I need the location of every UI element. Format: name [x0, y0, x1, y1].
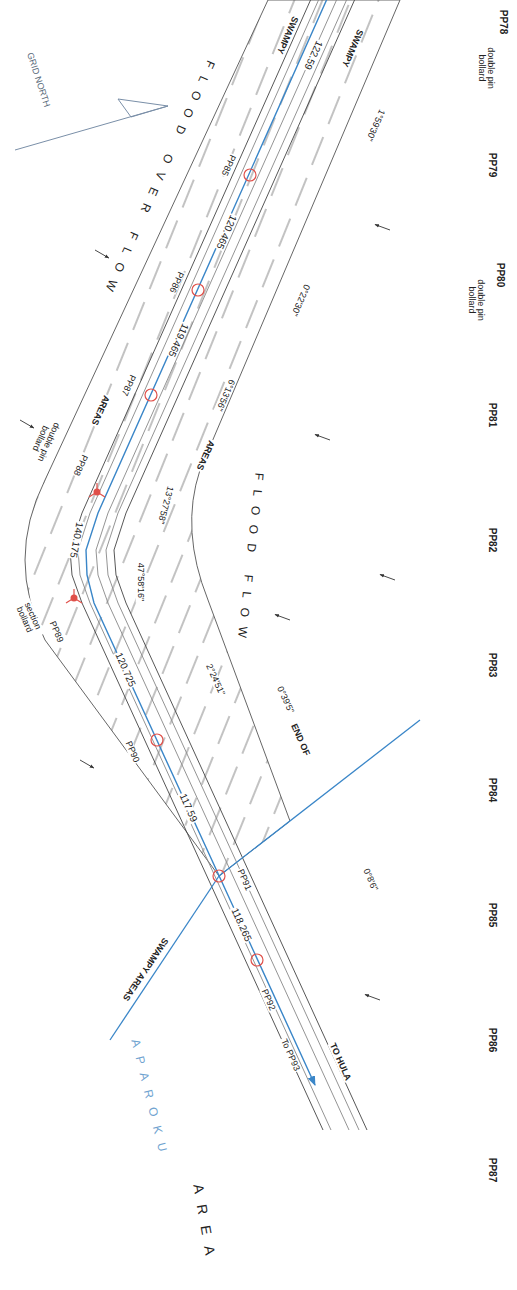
flow-arrow [365, 995, 380, 1000]
flow-arrow [380, 575, 395, 580]
map-label: PP87 [487, 1157, 498, 1183]
traverse-line [86, 0, 331, 1085]
map-label: double pin bollard [477, 42, 496, 94]
flow-arrow [275, 615, 290, 620]
bollard-symbol [66, 589, 82, 603]
map-label: 0°8'6" [360, 866, 379, 893]
map-label: PP91 [235, 867, 253, 893]
map-label: PP84 [487, 777, 498, 803]
map-label: PP86 [487, 1027, 498, 1053]
road-line [78, 0, 331, 1130]
survey-mark [145, 389, 157, 401]
survey-mark [192, 284, 204, 296]
map-label: AREA [190, 1182, 219, 1268]
map-label: PP79 [487, 152, 498, 178]
map-label: SWAMPY AREAS [120, 935, 170, 1003]
survey-mark [244, 169, 256, 181]
flow-arrow [20, 420, 34, 428]
map-label: 118.265 [229, 906, 254, 944]
flow-arrow [95, 250, 109, 258]
road-line [70, 0, 323, 1130]
boundary-line [110, 876, 219, 1040]
map-label: APAROKU [129, 1037, 172, 1163]
bollard-symbol [89, 483, 105, 497]
flow-arrow [315, 435, 330, 440]
map-label: 1°59'30" [363, 107, 386, 143]
map-label: PP81 [487, 402, 498, 428]
map-label: FLOOD FLOW [234, 471, 265, 649]
map-label: PP78 [498, 9, 509, 35]
map-label: PP92 [259, 987, 277, 1013]
map-label: To PP93 [278, 1037, 301, 1074]
north-arrow [15, 99, 168, 150]
survey-mark [151, 734, 163, 746]
map-label: PP85 [487, 902, 498, 928]
road-line [106, 0, 359, 1130]
map-label: GRID NORTH [24, 51, 51, 110]
road-line [114, 0, 367, 1130]
survey-mark [213, 870, 225, 882]
map-label: TO HULA [327, 1041, 353, 1083]
map-label: 47°58'16" [135, 562, 144, 603]
map-label: 0°39'5" [274, 684, 295, 716]
flow-arrow [375, 225, 390, 230]
map-label: double pin bollard [467, 274, 486, 326]
map-label: PP82 [487, 527, 498, 553]
map-label: PP83 [487, 652, 498, 678]
map-label: END OF [288, 722, 311, 759]
boundary-line [219, 720, 420, 876]
survey-mark [251, 954, 263, 966]
flow-arrow [80, 760, 94, 768]
map-label: PP80 [495, 262, 506, 288]
road-line [96, 0, 349, 1130]
map-label: 0°22'30" [288, 282, 311, 318]
